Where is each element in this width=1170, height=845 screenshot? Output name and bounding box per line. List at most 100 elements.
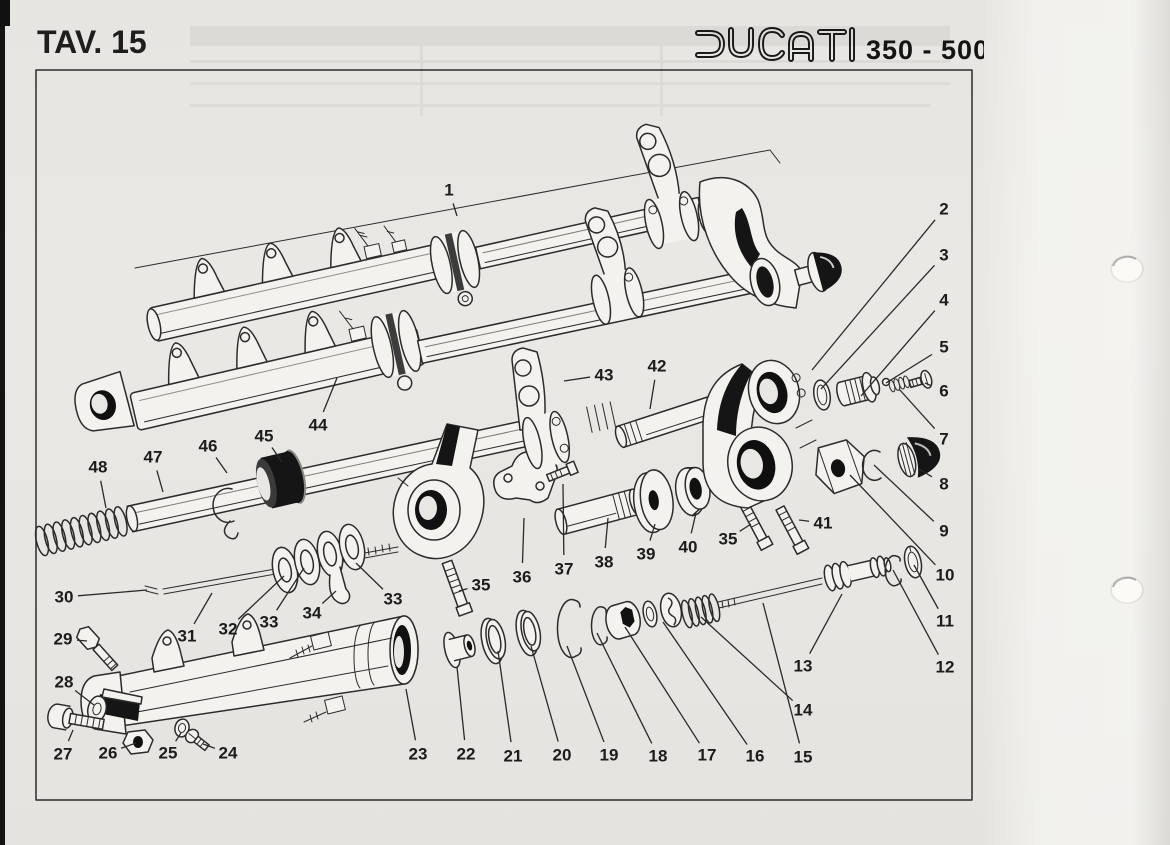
pinch-screw-35a (441, 559, 474, 617)
callout-number-38: 38 (595, 553, 614, 572)
callout-number-35: 35 (472, 576, 491, 595)
stud-screw-35b (739, 501, 774, 552)
callout-leader-14 (700, 616, 794, 702)
bearing-cone-4 (836, 371, 881, 407)
washer-25 (174, 718, 190, 738)
top-yoke-casting (698, 177, 803, 309)
callout-number-31: 31 (178, 627, 197, 646)
callout-number-1: 1 (444, 181, 453, 200)
callout-number-12: 12 (936, 658, 955, 677)
slotted-screw-6 (908, 369, 933, 389)
front-axle-lug (74, 370, 135, 432)
split-ring-12 (884, 554, 902, 587)
circlip-19 (556, 598, 582, 659)
tab-washer-34 (328, 566, 351, 605)
callout-number-29: 29 (54, 630, 73, 649)
callout-leader-2 (811, 219, 936, 371)
callout-leader-32 (237, 575, 285, 620)
callout-leader-31 (193, 592, 213, 625)
callout-leader-45 (271, 447, 283, 463)
callout-leader-20 (530, 645, 559, 742)
callout-number-40: 40 (679, 538, 698, 557)
page-right-margin (980, 0, 1170, 845)
callout-leader-44 (322, 377, 338, 413)
callout-number-11: 11 (936, 612, 954, 631)
washer-disc-39 (632, 469, 674, 534)
cap-nut-8 (897, 437, 941, 478)
callout-number-19: 19 (600, 746, 619, 765)
callout-leader-1 (452, 203, 458, 217)
callout-number-33: 33 (260, 613, 279, 632)
socket-bolt-27 (47, 703, 105, 731)
stud-screw-41 (775, 505, 810, 556)
callout-number-45: 45 (255, 427, 274, 446)
plate-number: TAV. 15 (37, 24, 147, 60)
bottom-group (47, 545, 923, 755)
callout-number-13: 13 (794, 657, 813, 676)
callout-leader-7 (898, 388, 936, 430)
callout-number-47: 47 (144, 448, 163, 467)
diagram-frame (35, 69, 973, 801)
callout-number-46: 46 (199, 437, 218, 456)
rear-headlamp-bracket (635, 123, 700, 250)
callout-number-41: 41 (814, 514, 833, 533)
callout-leader-42 (649, 379, 656, 410)
callout-leader-34 (321, 590, 337, 605)
clamp-collar-43 (511, 347, 571, 470)
callout-leader-33 (276, 567, 305, 611)
callout-number-10: 10 (936, 566, 955, 585)
callout-leader-26 (120, 742, 137, 749)
callout-leader-13 (809, 593, 843, 654)
callout-leader-15 (762, 602, 801, 744)
callout-leader-40 (690, 512, 697, 534)
callout-leader-37 (562, 483, 565, 556)
callout-leader-30 (77, 589, 148, 597)
ducati-logo: 350 - 500 (695, 27, 988, 65)
callout-leader-43 (563, 376, 591, 382)
rear-slider-collar (429, 229, 481, 307)
hex-bore-bush-17 (605, 600, 641, 640)
callout-number-43: 43 (595, 366, 614, 385)
callout-leader-28 (74, 690, 95, 706)
callout-number-4: 4 (939, 291, 949, 310)
hex-nut-10 (815, 439, 865, 495)
spring-clip-46 (212, 487, 239, 540)
seal-ring-20 (515, 609, 542, 657)
bleed-through-ghost (190, 26, 950, 116)
circlip-9 (861, 449, 882, 482)
damper-rod-15 (717, 577, 823, 609)
screw-24 (184, 728, 210, 752)
callout-leader-8 (918, 468, 933, 478)
steel-ball-5 (881, 377, 891, 387)
callout-number-30: 30 (55, 588, 74, 607)
punch-hole-bottom (1110, 576, 1144, 604)
callout-leader-35 (458, 588, 468, 592)
cup-washer-stack (271, 523, 366, 605)
callout-leader-22 (456, 666, 466, 741)
fork-assembly-complete (74, 123, 842, 432)
callout-number-27: 27 (54, 745, 73, 764)
callout-number-39: 39 (637, 545, 656, 564)
callout-number-9: 9 (939, 522, 948, 541)
callout-number-34: 34 (303, 604, 322, 623)
rebound-spring-14 (680, 593, 721, 629)
callout-number-18: 18 (649, 747, 668, 766)
callout-number-17: 17 (698, 746, 717, 765)
callout-leader-27 (67, 729, 74, 742)
callout-leader-17 (624, 626, 700, 744)
callout-leader-21 (497, 650, 512, 743)
callout-leader-38 (604, 517, 609, 549)
callout-leader-10 (849, 474, 936, 566)
callout-number-36: 36 (513, 568, 532, 587)
callout-number-3: 3 (939, 246, 948, 265)
callout-leader-19 (566, 645, 605, 743)
callout-labels: 1234567891011121314151617181920212223242… (54, 181, 955, 767)
slider-leg-23 (80, 613, 419, 735)
callout-leader-39 (649, 523, 656, 541)
hex-nut-26 (122, 729, 154, 755)
callout-number-48: 48 (89, 458, 108, 477)
callout-leader-36 (521, 517, 525, 564)
brand-header: 350 - 500 (694, 26, 988, 68)
callout-number-33: 33 (384, 590, 403, 609)
callout-number-25: 25 (159, 744, 178, 763)
